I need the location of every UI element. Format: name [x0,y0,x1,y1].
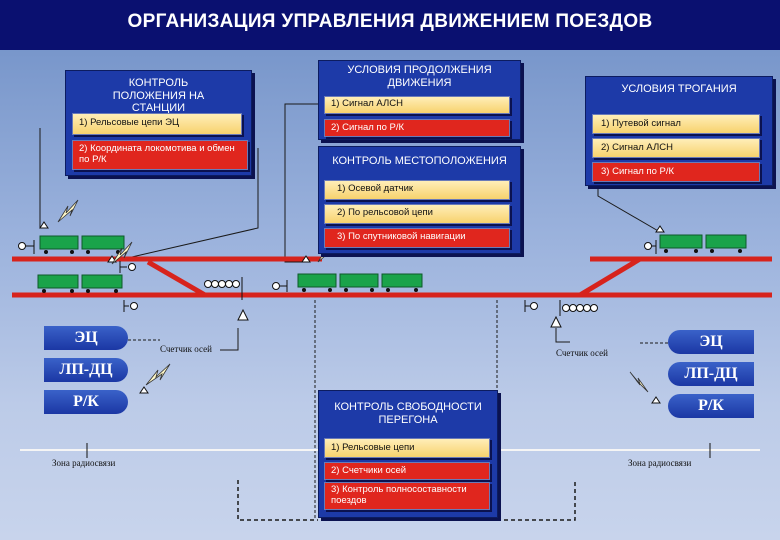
start-header: УСЛОВИЯ ТРОГАНИЯ [621,83,737,95]
freedom-item-3: 3) Контроль полносоставности поездов [324,482,490,510]
start-item-3: 3) Сигнал по Р/К [592,162,760,182]
page-title: ОРГАНИЗАЦИЯ УПРАВЛЕНИЯ ДВИЖЕНИЕМ ПОЕЗДОВ [0,0,780,50]
train-center [297,273,423,292]
right-lp-dc-block: ЛП-ДЦ [668,362,754,386]
radio-zone-label-left: Зона радиосвязи [52,458,116,468]
freedom-item-2: 2) Счетчики осей [324,462,490,480]
right-ec-block: ЭЦ [668,330,754,354]
start-item-2: 2) Сигнал АЛСН [592,138,760,158]
left-ec-block: ЭЦ [44,326,128,350]
rails [12,256,772,298]
axle-counter-label-right: Счетчик осей [556,348,608,358]
continuation-item-1: 1) Сигнал АЛСН [324,96,510,114]
freedom-item-1: 1) Рельсовые цепи [324,438,490,458]
axle-counter-label-left: Счетчик осей [160,344,212,354]
track-signals [18,240,657,312]
right-rk-block: Р/К [668,394,754,418]
location-header: КОНТРОЛЬ МЕСТОПОЛОЖЕНИЯ [332,155,507,167]
left-lp-dc-block: ЛП-ДЦ [44,358,128,382]
location-item-1: 1) Осевой датчик [324,180,510,200]
start-item-1: 1) Путевой сигнал [592,114,760,134]
axle-counter-sensors [204,277,598,328]
station-control-item-2: 2) Координата локомотива и обмен по Р/К [72,140,248,170]
continuation-item-2: 2) Сигнал по Р/К [324,119,510,137]
train-upper-right [659,234,747,253]
station-control-header: КОНТРОЛЬ ПОЛОЖЕНИЯ НА СТАНЦИИ [112,77,205,115]
freedom-header: КОНТРОЛЬ СВОБОДНОСТИ ПЕРЕГОНА [334,401,482,426]
radio-zone-label-right: Зона радиосвязи [628,458,692,468]
location-item-3: 3) По спутниковой навигации [324,228,510,248]
continuation-header: УСЛОВИЯ ПРОДОЛЖЕНИЯ ДВИЖЕНИЯ [347,64,492,89]
station-control-item-1: 1) Рельсовые цепи ЭЦ [72,113,242,135]
train-upper-left [39,235,125,254]
left-rk-block: Р/К [44,390,128,414]
location-item-2: 2) По рельсовой цепи [324,204,510,224]
train-lower-left [37,274,123,293]
